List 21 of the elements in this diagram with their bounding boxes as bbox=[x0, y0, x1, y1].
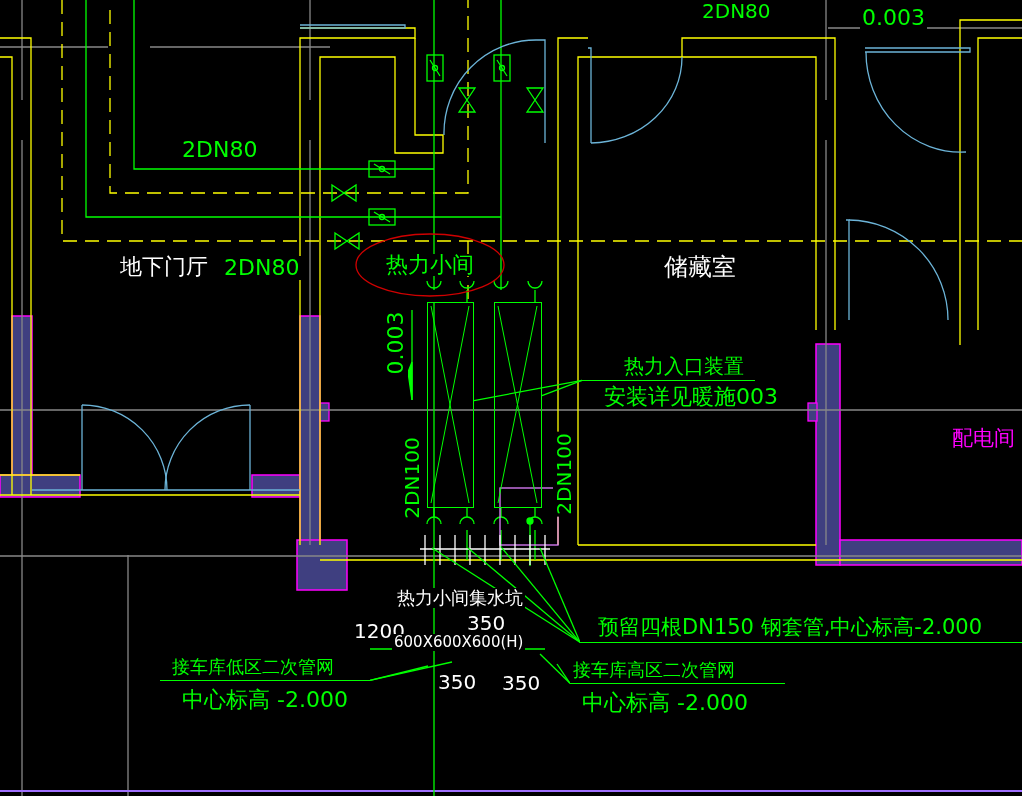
plan-label: 储藏室 bbox=[662, 254, 738, 280]
circled-label: 热力小间 bbox=[355, 233, 505, 297]
plan-label: 地下门厅 bbox=[118, 255, 210, 279]
note-text: 安装详见暖施003 bbox=[604, 386, 778, 408]
leader-line bbox=[501, 547, 581, 643]
note-text: 中心标高 -2.000 bbox=[182, 689, 348, 711]
plan-label: 2DN80 bbox=[222, 256, 302, 280]
leader-line bbox=[539, 547, 581, 643]
leader-line bbox=[473, 379, 583, 402]
leader-line bbox=[539, 653, 571, 684]
equipment-box bbox=[427, 302, 474, 508]
equipment-box bbox=[494, 302, 542, 508]
plan-label: 0.003 bbox=[860, 6, 927, 30]
leader-line bbox=[369, 665, 429, 681]
leader-line bbox=[467, 547, 581, 643]
leader-line bbox=[541, 379, 583, 397]
note-text: 中心标高 -2.000 bbox=[582, 692, 748, 714]
plan-label: 热力小间集水坑 bbox=[395, 588, 525, 608]
callout-text: 接车库低区二次管网 bbox=[160, 646, 370, 681]
leader-line bbox=[556, 663, 571, 684]
leader-line bbox=[369, 661, 453, 681]
